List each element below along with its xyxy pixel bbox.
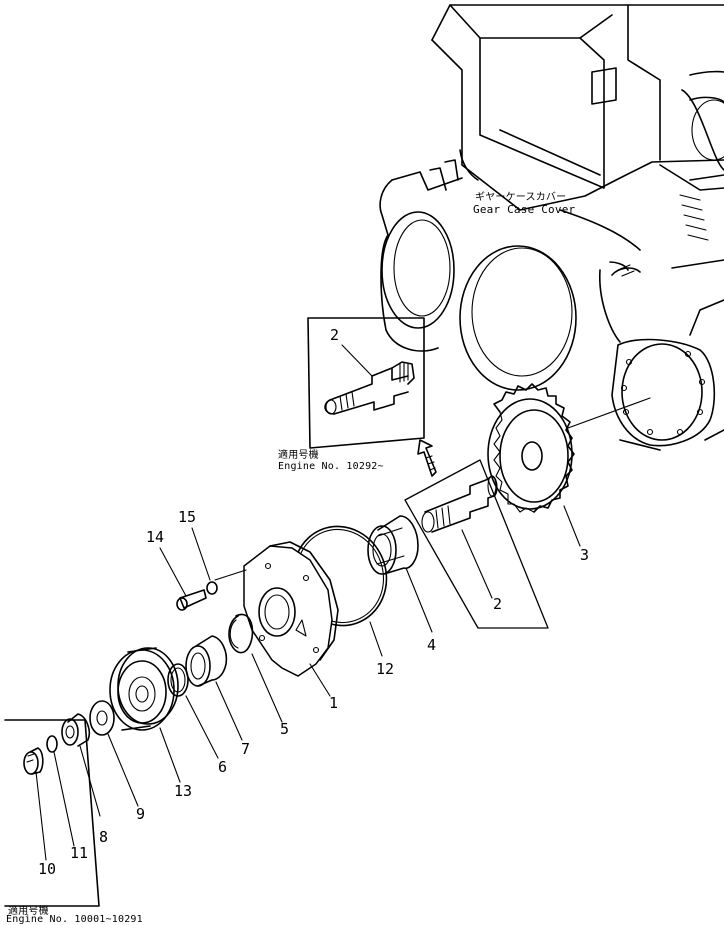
small-o-ring (167, 663, 219, 759)
gear-case-label-jp: ギヤーケースカバー (475, 192, 567, 203)
snap-ring (228, 613, 283, 723)
washer (89, 700, 139, 807)
inset-top-label-jp: 適用号機 (278, 450, 319, 461)
gear-case-cover (379, 4, 724, 451)
callout-5: 5 (280, 720, 290, 738)
pulley (109, 647, 181, 783)
small-bearing (185, 635, 243, 741)
idler-gear (487, 383, 651, 547)
callout-1: 1 (329, 694, 339, 712)
callout-10: 10 (38, 860, 57, 878)
callout-12: 12 (376, 660, 395, 678)
callout-6: 6 (218, 758, 228, 776)
gear-case-label-en: Gear Case Cover (473, 203, 576, 216)
callout-13: 13 (174, 782, 193, 800)
callout-7: 7 (241, 740, 251, 758)
arrow-up-icon (417, 439, 437, 477)
bolt (159, 547, 207, 611)
drive-shaft (404, 459, 549, 629)
callout-8: 8 (99, 828, 109, 846)
inset-bottom-engine: Engine No. 10001~10291 (6, 914, 143, 925)
nut (61, 713, 101, 817)
callout-4: 4 (427, 636, 437, 654)
inset-bottom-box (4, 719, 100, 907)
callout-2: 2 (493, 595, 503, 613)
inset-bottom-label-jp: 適用号機 (8, 906, 49, 917)
callout-14: 14 (146, 528, 165, 546)
callout-11: 11 (70, 844, 89, 862)
callout-3: 3 (580, 546, 590, 564)
bearing (367, 515, 433, 633)
callout-9: 9 (136, 805, 146, 823)
callout-15: 15 (178, 508, 197, 526)
spring-washer (191, 527, 218, 595)
callout-2-inset: 2 (330, 326, 340, 344)
inset-top-box (307, 317, 425, 449)
pump-housing (214, 541, 339, 697)
inset-top-engine: Engine No. 10292~ (278, 461, 384, 472)
